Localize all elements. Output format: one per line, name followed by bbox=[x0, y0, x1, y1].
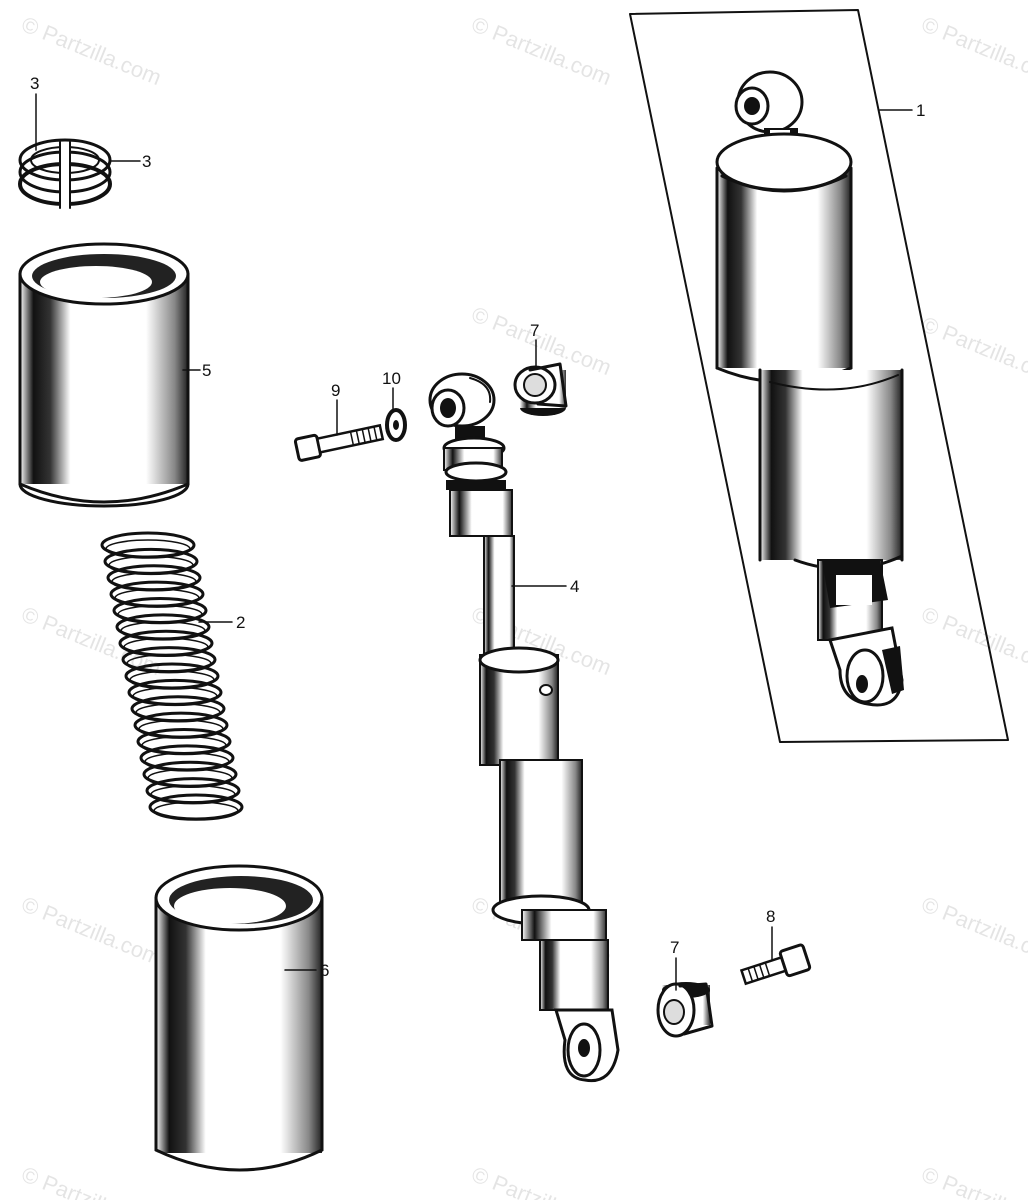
watermark: © Partzilla.com bbox=[18, 1161, 165, 1200]
spring-coil-inner bbox=[111, 572, 197, 592]
spring-coil-inner bbox=[150, 784, 236, 805]
leader-lines bbox=[35, 93, 913, 991]
spring-coil-inner bbox=[138, 719, 224, 739]
lower-spring-cover-part-6 bbox=[154, 864, 324, 1172]
callout-10: 10 bbox=[382, 369, 401, 388]
callout-7-upper: 7 bbox=[530, 321, 539, 340]
watermark: © Partzilla.com bbox=[918, 891, 1028, 970]
watermark: © Partzilla.com bbox=[18, 11, 165, 90]
spring-coil-inner bbox=[120, 621, 206, 641]
bushing-part-7-upper bbox=[513, 362, 568, 416]
spring-coil-inner bbox=[117, 604, 203, 625]
callout-9: 9 bbox=[331, 381, 340, 400]
callout-5: 5 bbox=[202, 361, 211, 380]
spring-coil-inner bbox=[126, 653, 212, 674]
callout-3-top: 3 bbox=[30, 74, 39, 93]
bolt-part-8 bbox=[739, 943, 812, 986]
spring-coil-inner bbox=[108, 555, 194, 576]
callout-2: 2 bbox=[236, 613, 245, 632]
spring-coil-inner bbox=[129, 670, 215, 690]
spring-coil-inner bbox=[114, 588, 200, 608]
shock-absorber-assembly-part-1 bbox=[629, 9, 1009, 743]
upper-spring-cover-part-5 bbox=[18, 242, 190, 508]
spring-coil-inner bbox=[141, 735, 227, 756]
callout-1: 1 bbox=[916, 101, 925, 120]
callout-labels: 3 3 5 2 6 9 10 7 4 1 7 8 bbox=[30, 74, 925, 980]
watermark: © Partzilla.com bbox=[18, 891, 165, 970]
watermark: © Partzilla.com bbox=[468, 11, 615, 90]
damper-unit-part-4 bbox=[428, 372, 620, 1083]
callout-8: 8 bbox=[766, 907, 775, 926]
callout-7-lower: 7 bbox=[670, 938, 679, 957]
watermark: © Partzilla.com bbox=[918, 1161, 1028, 1200]
washer-part-10 bbox=[385, 408, 407, 442]
spring-coil-inner bbox=[153, 801, 239, 821]
spring-coil-inner bbox=[144, 752, 230, 772]
watermark: © Partzilla.com bbox=[918, 11, 1028, 90]
spring-coil bbox=[148, 793, 244, 821]
callout-3-side: 3 bbox=[142, 152, 151, 171]
coil-spring-part-2 bbox=[100, 531, 244, 821]
spring-coil-inner bbox=[135, 703, 221, 723]
spring-coil-inner bbox=[105, 539, 191, 559]
callout-6: 6 bbox=[320, 961, 329, 980]
spring-coil-inner bbox=[132, 686, 218, 707]
watermark: © Partzilla.com bbox=[468, 1161, 615, 1200]
bushing-part-7-lower bbox=[656, 982, 714, 1038]
spring-coil-inner bbox=[123, 637, 209, 657]
spring-coil-inner bbox=[147, 768, 233, 788]
watermark: © Partzilla.com bbox=[918, 601, 1028, 680]
split-collar-part-3 bbox=[18, 138, 112, 212]
callout-4: 4 bbox=[570, 577, 579, 596]
bolt-part-9 bbox=[293, 423, 385, 462]
